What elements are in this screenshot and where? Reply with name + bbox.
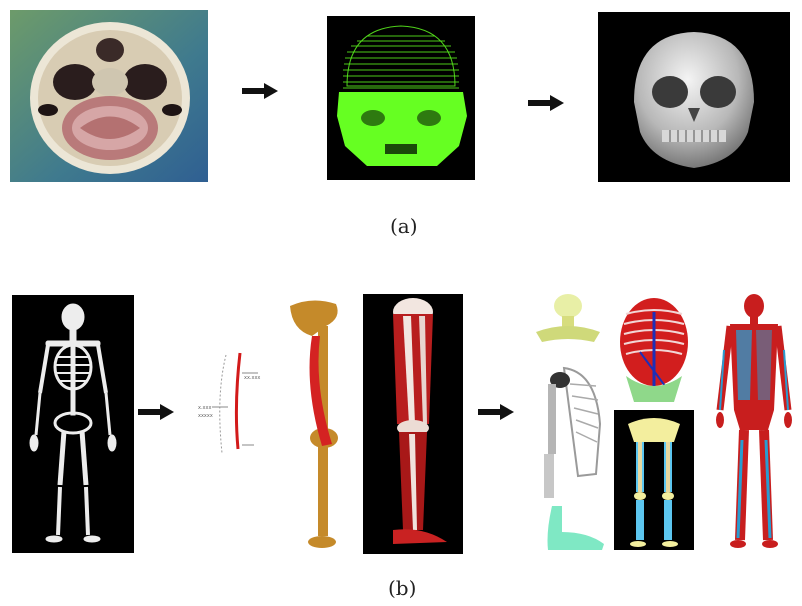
full-body-model-image bbox=[712, 290, 796, 552]
skull-render-image bbox=[598, 12, 790, 182]
neck-model-image bbox=[532, 292, 604, 350]
leg-muscle-model-image bbox=[363, 294, 463, 554]
skeleton-image bbox=[12, 295, 134, 553]
foot-model-image bbox=[538, 502, 608, 552]
right-arrow-icon bbox=[138, 404, 174, 420]
caption-b: (b) bbox=[388, 576, 416, 600]
torso-muscle-model-image bbox=[616, 292, 692, 404]
right-arrow-icon bbox=[528, 95, 564, 111]
caption-a: (a) bbox=[390, 214, 418, 238]
muscle-line-diagram: x.xxx xxxxx xx.xxx bbox=[186, 345, 270, 463]
right-arrow-icon bbox=[478, 404, 514, 420]
voxel-reconstruction-image bbox=[327, 16, 475, 180]
cross-section-photo bbox=[10, 10, 208, 182]
leg-bone-muscle-image bbox=[282, 296, 356, 552]
right-arrow-icon bbox=[242, 83, 278, 99]
annotation-label: x.xxx bbox=[198, 405, 211, 411]
annotation-label: xxxxx bbox=[198, 413, 213, 419]
annotation-label: xx.xxx bbox=[244, 375, 260, 381]
arm-skeleton-model-image bbox=[534, 364, 604, 502]
pelvis-legs-model-image bbox=[614, 410, 694, 550]
